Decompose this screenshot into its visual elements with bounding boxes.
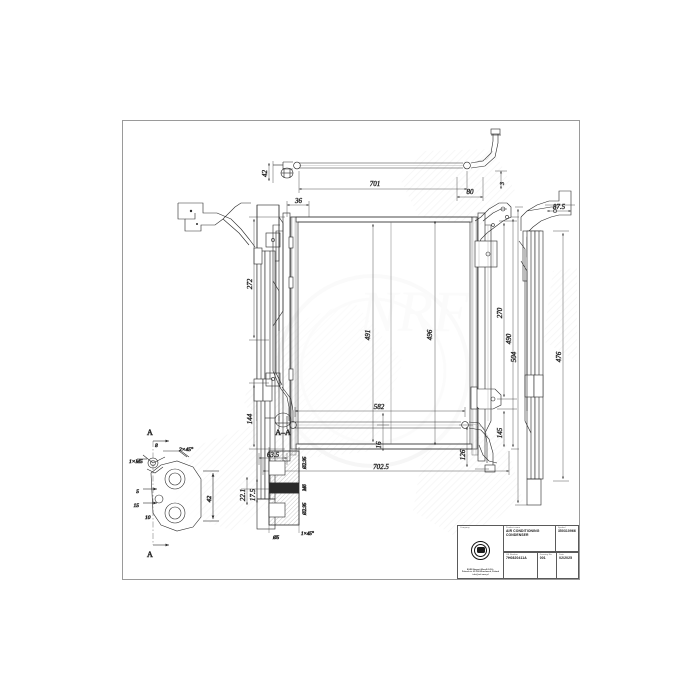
- callout-mid-label: M6: [303, 484, 308, 492]
- title-block: Company EGRI Magneti Marelli S.R.L. Pola…: [457, 525, 579, 579]
- dim-lower-tube-right-drop: 126: [459, 449, 467, 460]
- callout-angle: 2×45°: [179, 446, 194, 453]
- section-label: A–A: [275, 428, 291, 437]
- drawing-canvas: NRF: [129, 128, 577, 559]
- date-caption: Date: [559, 554, 564, 556]
- oe-caption: OE Number: [506, 554, 518, 556]
- dim-core-height-right: 496: [426, 329, 434, 340]
- top-tube-assembly: [273, 128, 501, 179]
- detail-arrow-bottom-label: A: [147, 550, 153, 559]
- section-a-a: A–A Ø2.95 M6 Ø2.95 1×45° Ø5: [268, 428, 314, 541]
- dim-side-right-inner: 476: [555, 351, 563, 362]
- dim-top-right-small: 3: [500, 182, 506, 186]
- dim-detail-height: 42: [206, 495, 213, 502]
- callout-s1: 8: [155, 443, 158, 449]
- dim-lower-tube-length: 582: [374, 403, 385, 411]
- dim-right-overall: 490: [505, 333, 513, 344]
- dimension-set-left: 272 144 491 496: [246, 216, 436, 450]
- dim-detail-s2: 5: [136, 489, 139, 495]
- symbol-value: 350310966: [557, 529, 576, 534]
- company-logo: [471, 540, 490, 560]
- dim-right-vertical-upper: 270: [496, 307, 504, 318]
- symbol-caption: Symbol: [557, 527, 566, 529]
- callout-width-note: Ø5: [272, 536, 280, 541]
- svg-text:NRF: NRF: [358, 279, 469, 344]
- dim-lower-tube-drop: 16: [375, 441, 383, 449]
- product-caption: Product name: [506, 527, 521, 529]
- drawing-no-cell: Drawing No. 001: [538, 553, 558, 578]
- callout-dia-bottom: Ø2.95: [303, 502, 308, 516]
- dim-lower-left-a: 22.1: [239, 489, 247, 501]
- callout-chamfer: 1×45°: [301, 532, 314, 537]
- dim-top-right-offset: 80: [467, 188, 475, 196]
- dim-core-top-left: 36: [294, 197, 303, 205]
- detail-bracket: 42 5 15 1×M5 8 2×45° 10 A A: [129, 428, 219, 559]
- drawing-frame: NRF: [122, 120, 580, 580]
- dim-left-vertical-lower: 144: [246, 413, 254, 424]
- dim-core-height-left: 491: [364, 330, 372, 341]
- dim-left-vertical-upper: 272: [246, 278, 254, 289]
- company-address: EGRI Magneti Marelli S.R.L. Poland str. …: [461, 568, 500, 577]
- product-name: AIR CONDITIONING CONDENSER: [506, 529, 540, 538]
- dimension-set-top: 42 701 80 3 36: [261, 161, 507, 217]
- view-front-condenser: [265, 202, 512, 464]
- callout-dia-top: Ø2.95: [303, 456, 308, 470]
- dim-side-right-height: 504: [510, 351, 518, 362]
- date-cell: Date 02/2025: [557, 553, 578, 578]
- symbol-cell: Symbol 350310966: [556, 526, 578, 551]
- bottom-tube-assembly: [265, 412, 496, 473]
- dim-detail-s4: 15: [134, 503, 140, 509]
- dim-top-tube-length: 701: [370, 180, 381, 188]
- title-block-company-cell: Company EGRI Magneti Marelli S.R.L. Pola…: [458, 526, 504, 578]
- product-name-cell: Product name AIR CONDITIONING CONDENSER: [504, 526, 556, 551]
- oe-number: 7H0820411A: [506, 556, 527, 561]
- date-value: 02/2025: [559, 556, 573, 561]
- company-caption: Company: [460, 527, 470, 529]
- oe-number-cell: OE Number 7H0820411A: [504, 553, 538, 578]
- dim-lower-left-b: 17.5: [249, 488, 257, 501]
- callout-s5: 10: [145, 515, 151, 521]
- dimension-set-right: 270 490 145 87.5 504 476: [496, 203, 575, 506]
- view-right-side: [518, 190, 572, 506]
- callout-thread: 1×M5: [129, 459, 143, 465]
- dim-overall-width: 702.5: [373, 463, 389, 471]
- detail-arrow-top-label: A: [147, 428, 153, 437]
- drawing-no: 001: [539, 556, 546, 561]
- drawing-caption: Drawing No.: [539, 554, 553, 556]
- dim-right-vertical-lower: 145: [496, 427, 504, 438]
- dim-top-tube-left-offset: 42: [261, 170, 269, 178]
- dim-side-right-depth: 87.5: [553, 203, 566, 211]
